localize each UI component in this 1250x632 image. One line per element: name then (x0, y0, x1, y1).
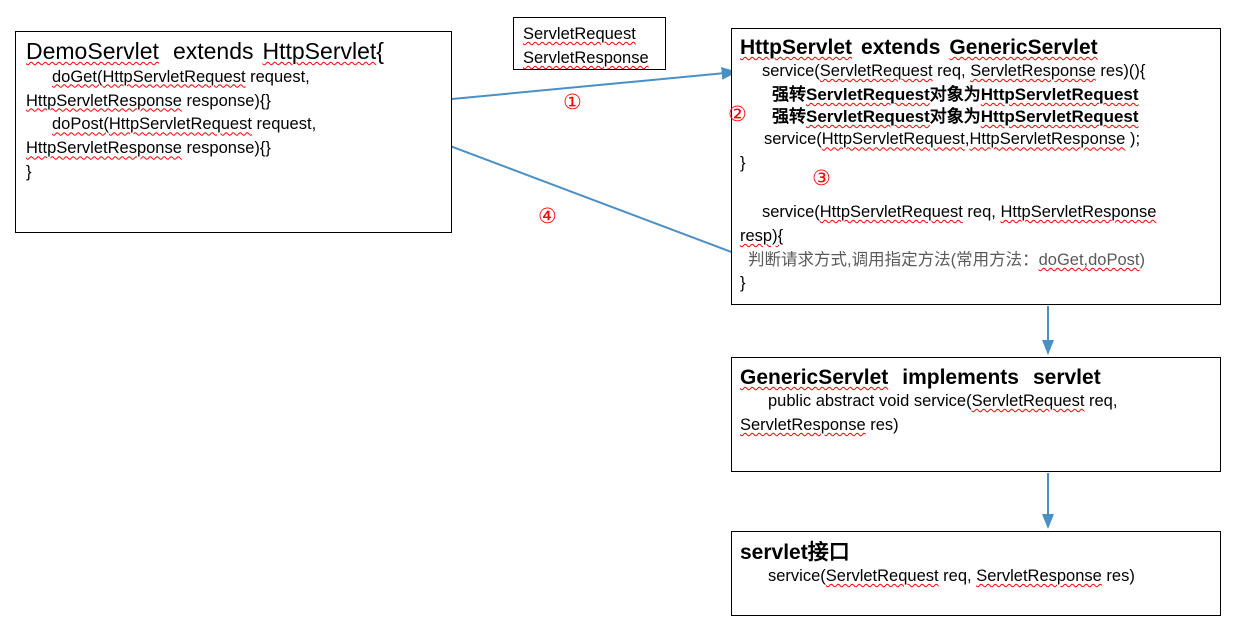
http-servlet-box: HttpServlet extends GenericServlet service… (731, 28, 1221, 305)
interface-res-close: res) (1101, 567, 1135, 586)
demo-servlet-dopost-line2: HttpServletResponse response){} (26, 137, 443, 161)
resp-open-text: resp){ (740, 227, 784, 246)
doget-param-response-type: HttpServletResponse (26, 91, 182, 110)
http-servlet-service-call: service(HttpServletRequest,HttpServletRe… (740, 128, 1214, 152)
dopost-param-response-type: HttpServletResponse (26, 139, 182, 158)
service-call-arg-2: HttpServletResponse (969, 130, 1126, 149)
demo-servlet-closing-brace: } (26, 163, 32, 182)
servlet-response-text: ServletResponse (523, 48, 649, 67)
doget-param-response-name: response){} (181, 91, 271, 110)
doget-param-request-type: HttpServletRequest (102, 67, 246, 86)
http-servlet-resp-open: resp){ (740, 225, 1214, 249)
doget-method-name: doGet( (52, 67, 103, 86)
cast-mid-2: 对象为 (929, 107, 981, 127)
dispatch-note-methods: doGet,doPost (1038, 250, 1140, 269)
interface-param-servletresponse: ServletResponse (976, 567, 1102, 586)
cast-to-type-2: HttpServletRequest (980, 107, 1139, 127)
generic-servlet-title-implements: implements (902, 366, 1019, 389)
service-req-sep: req, (932, 62, 971, 81)
dispatch-note-close: ) (1139, 250, 1146, 269)
demo-servlet-title-brace: { (376, 38, 384, 64)
demo-servlet-title-superclass: HttpServlet (262, 38, 377, 64)
service-http-param-2: HttpServletResponse (1000, 203, 1157, 222)
servlet-request-response-content: ServletRequest ServletResponse (514, 18, 665, 71)
demo-servlet-doget-line2: HttpServletResponse response){} (26, 90, 443, 114)
dopost-param-request-type: HttpServletRequest (108, 115, 252, 134)
servlet-response-label: ServletResponse (523, 47, 665, 71)
cast-prefix-2: 强转 (772, 107, 806, 127)
servlet-interface-box: servlet接口 service(ServletRequest req, Se… (731, 531, 1221, 616)
cast-mid-1: 对象为 (929, 85, 981, 105)
demo-servlet-dopost-line: doPost(HttpServletRequest request, (26, 113, 443, 137)
dopost-param-response-name: response){} (181, 139, 271, 158)
service-param-servletrequest: ServletRequest (819, 62, 933, 81)
service-http-param-1: HttpServletRequest (819, 203, 963, 222)
generic-servlet-method-line-1: public abstract void service(ServletRequ… (740, 390, 1214, 414)
generic-param-req: req, (1084, 392, 1118, 411)
demo-servlet-title-extends: extends (172, 38, 254, 64)
doget-param-request-name: request, (245, 67, 310, 86)
interface-service-open: service( (768, 567, 826, 586)
interface-param-servletrequest: ServletRequest (825, 567, 939, 586)
servlet-request-label: ServletRequest (523, 23, 665, 47)
service-call-semi: ); (1125, 130, 1141, 149)
service-open-1: service( (762, 62, 820, 81)
step-marker-four: ④ (538, 204, 557, 228)
http-servlet-title: HttpServlet extends GenericServlet (740, 35, 1214, 60)
step-marker-three: ③ (812, 166, 831, 190)
http-servlet-dispatch-note: 判断请求方式,调用指定方法(常用方法：doGet,doPost) (740, 249, 1214, 272)
generic-abstract-prefix: public abstract void service( (768, 392, 972, 411)
http-servlet-cast-line-1: 强转ServletRequest对象为HttpServletRequest (740, 84, 1214, 106)
dispatch-note-text: 判断请求方式,调用指定方法(常用方法： (748, 250, 1039, 269)
http-servlet-title-extends: extends (861, 36, 941, 59)
generic-param-servletresponse: ServletResponse (740, 416, 866, 435)
demo-servlet-title: DemoServlet extends HttpServlet{ (26, 38, 443, 66)
service-call-comma: , (964, 130, 970, 149)
generic-servlet-title-interface: servlet (1032, 366, 1101, 389)
generic-servlet-box: GenericServlet implements servlet public a… (731, 357, 1221, 472)
interface-req-sep: req, (938, 567, 977, 586)
generic-param-res: res) (865, 416, 899, 435)
service-http-req-sep: req, (962, 203, 1001, 222)
service-call-arg-1: HttpServletRequest (821, 130, 965, 149)
cast-from-type-1: ServletRequest (806, 85, 930, 105)
service-param-servletresponse: ServletResponse (970, 62, 1096, 81)
http-servlet-cast-line-2: 强转ServletRequest对象为HttpServletRequest (740, 106, 1214, 128)
cast-from-type-2: ServletRequest (806, 107, 930, 127)
cast-to-type-1: HttpServletRequest (980, 85, 1139, 105)
servlet-interface-title: servlet接口 (740, 541, 850, 564)
service-res-close: res)(){ (1095, 62, 1146, 81)
generic-param-servletrequest: ServletRequest (971, 392, 1085, 411)
dopost-param-request-name: request, (251, 115, 317, 134)
http-servlet-service-signature: service(ServletRequest req, ServletRespo… (740, 60, 1214, 84)
servlet-request-text: ServletRequest (523, 25, 636, 43)
arrow-one (451, 66, 738, 100)
cast-prefix-1: 强转 (772, 85, 806, 105)
servlet-interface-content: servlet接口 service(ServletRequest req, Se… (732, 532, 1220, 589)
http-servlet-service-http-signature: service(HttpServletRequest req, HttpServ… (740, 201, 1214, 225)
service-call-open: service( (764, 130, 822, 149)
http-servlet-brace-2: } (740, 274, 746, 293)
generic-servlet-title: GenericServlet implements servlet (740, 365, 1214, 390)
step-marker-one: ① (563, 90, 582, 114)
generic-servlet-content: GenericServlet implements servlet public a… (732, 358, 1220, 438)
servlet-interface-method-line: service(ServletRequest req, ServletRespo… (740, 565, 1214, 589)
service-http-open: service( (762, 203, 820, 222)
generic-servlet-title-classname: GenericServlet (740, 366, 889, 389)
http-servlet-content: HttpServlet extends GenericServlet service… (732, 29, 1220, 296)
generic-servlet-method-line-2: ServletResponse res) (740, 414, 1214, 438)
http-servlet-title-classname: HttpServlet (740, 36, 853, 59)
dopost-method-name: doPost( (52, 115, 109, 134)
http-servlet-title-superclass: GenericServlet (949, 36, 1098, 59)
http-servlet-brace-1: } (740, 154, 746, 173)
demo-servlet-title-classname: DemoServlet (26, 38, 159, 64)
servlet-request-response-box: ServletRequest ServletResponse (513, 17, 666, 70)
demo-servlet-doget-line: doGet(HttpServletRequest request, (26, 66, 443, 90)
step-marker-two: ② (728, 102, 747, 126)
